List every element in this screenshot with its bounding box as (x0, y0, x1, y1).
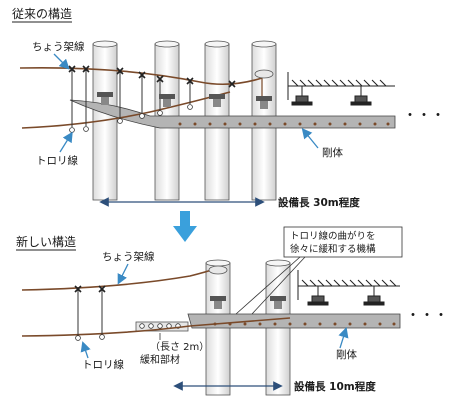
bottom-support-rails (297, 270, 400, 306)
bottom-pole-insulators (208, 265, 286, 309)
bottom-droppers (77, 290, 103, 335)
callout-leader-1 (235, 256, 301, 315)
callout-line1: トロリ線の曲がりを (290, 230, 376, 242)
pole-top (251, 40, 277, 48)
top-trolley-label: トロリ線 (36, 154, 78, 167)
top-dropper-clamps (69, 104, 193, 133)
bottom-trolley-label: トロリ線 (82, 358, 124, 371)
top-catenary-clamps (68, 65, 236, 88)
callout-line2: 徐々に緩和する機構 (290, 243, 376, 255)
pole-top (265, 259, 291, 267)
top-ellipsis: ・・・ (403, 108, 445, 124)
top-support-rails (287, 72, 395, 106)
bottom-trolley-pointer (80, 341, 91, 359)
bottom-section: 新しい構造 (16, 226, 448, 396)
pole-top (92, 40, 118, 48)
bottom-catenary-clamps (74, 285, 106, 293)
transition-down-arrow (173, 211, 197, 242)
callout-leader-2 (251, 256, 306, 315)
top-rigid-pointer (301, 127, 319, 149)
top-droppers (71, 70, 191, 127)
top-rigid-rivets (178, 122, 390, 126)
pole-top (204, 40, 230, 48)
top-trolley-pointer (59, 131, 73, 153)
bottom-rigid-label: 剛体 (336, 349, 357, 361)
top-trolley-wire (21, 91, 231, 129)
bottom-catenary-pointer (117, 263, 129, 285)
pole (205, 262, 231, 396)
bottom-rigid-pointer (338, 327, 349, 349)
bottom-rigid-conductor (187, 313, 401, 329)
top-rigid-label: 剛体 (322, 147, 343, 159)
pole (265, 262, 291, 396)
top-rigid-conductor (69, 99, 396, 129)
buffer-length-label: （長さ 2m） (150, 341, 209, 353)
bottom-catenary-wire (21, 267, 219, 291)
bottom-title: 新しい構造 (16, 234, 76, 249)
pole-top (205, 259, 231, 267)
top-catenary-pointer (53, 53, 70, 70)
buffer-member-label: 緩和部材 (140, 353, 180, 366)
top-length-label: 設備長 30m程度 (278, 196, 360, 209)
bottom-length-label: 設備長 10m程度 (294, 380, 376, 393)
top-title: 従来の構造 (12, 7, 72, 21)
callout-box (283, 226, 403, 258)
top-section: 従来の構造 (12, 7, 445, 209)
top-catenary-label: ちょう架線 (32, 40, 85, 53)
bottom-rigid-rivets (213, 322, 396, 326)
bottom-catenary-label: ちょう架線 (102, 250, 155, 263)
top-pole-insulators (97, 69, 274, 109)
bottom-ellipsis: ・・・ (406, 308, 448, 324)
bottom-trolley-wire (21, 317, 291, 337)
bottom-dropper-clamps (75, 334, 105, 341)
pole-top (154, 40, 180, 48)
